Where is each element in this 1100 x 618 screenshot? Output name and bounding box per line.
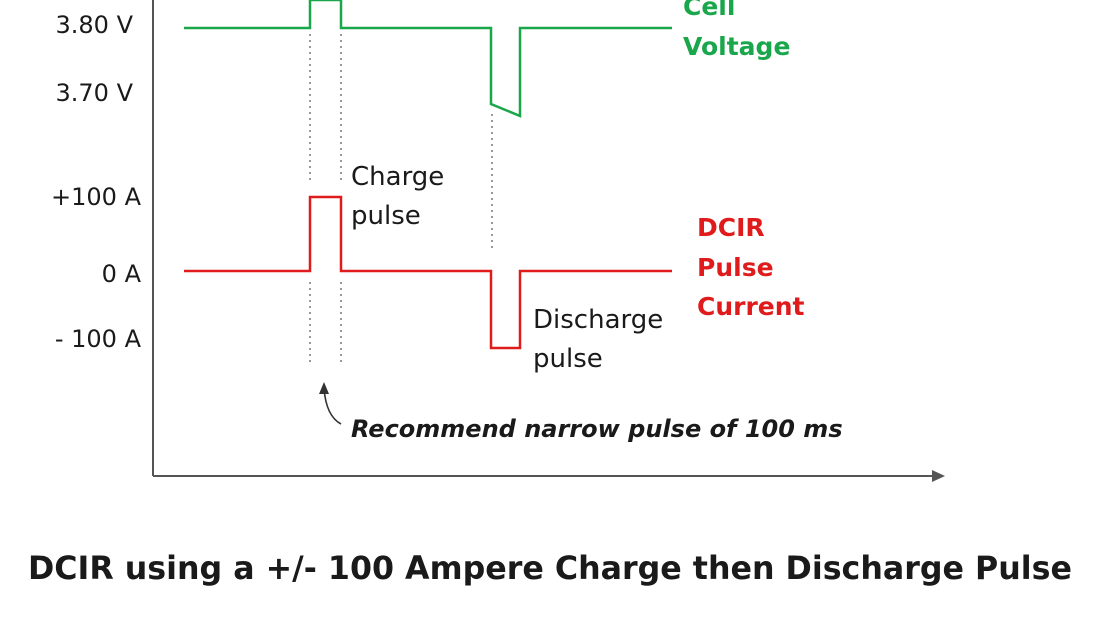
diagram-caption: DCIR using a +/- 100 Ampere Charge then … — [28, 549, 1072, 587]
current-label-line-2: Pulse — [697, 253, 774, 282]
tick-plus-100-a: +100 A — [51, 183, 142, 211]
tick-3-80-v: 3.80 V — [56, 11, 134, 39]
pointer-arrowhead-icon — [319, 382, 329, 394]
discharge-pulse-note-line-1: Discharge — [533, 305, 663, 335]
voltage-label-line-2: Voltage — [683, 32, 790, 61]
x-axis-arrow-icon — [932, 470, 945, 482]
current-label-line-3: Current — [697, 292, 805, 321]
tick-minus-100-a: - 100 A — [55, 325, 142, 353]
tick-0-a: 0 A — [102, 260, 142, 288]
discharge-pulse-note-line-2: pulse — [533, 344, 603, 374]
charge-pulse-note-line-2: pulse — [351, 201, 421, 231]
current-label-line-1: DCIR — [697, 213, 765, 242]
narrow-pulse-note: Recommend narrow pulse of 100 ms — [351, 415, 843, 443]
charge-pulse-note-line-1: Charge — [351, 162, 444, 192]
tick-3-70-v: 3.70 V — [56, 79, 134, 107]
voltage-label-line-1: Cell — [683, 0, 735, 21]
dcir-pulse-current-trace — [184, 195, 672, 350]
cell-voltage-trace — [184, 0, 672, 118]
